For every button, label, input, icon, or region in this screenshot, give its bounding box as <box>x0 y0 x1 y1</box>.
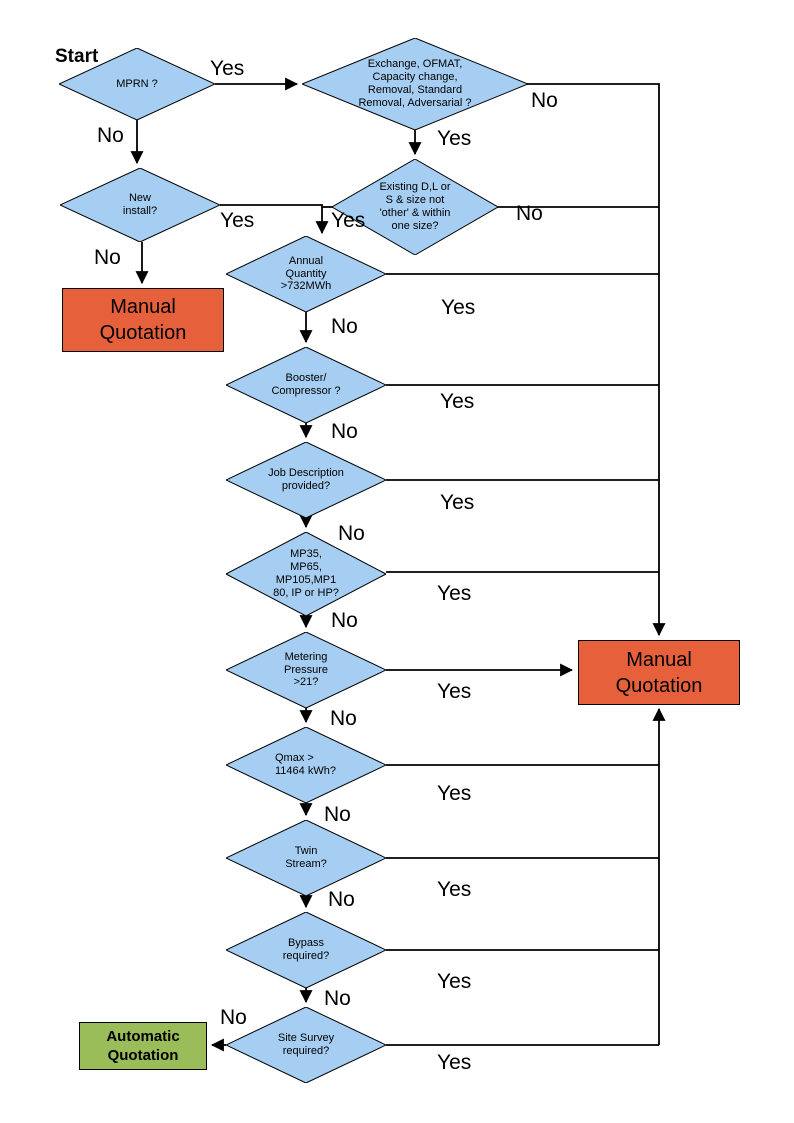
decision-booster-compressor: Booster/ Compressor ? <box>226 347 386 423</box>
decision-site-survey: Site Survey required? <box>226 1007 386 1083</box>
decision-job-description-label: Job Description provided? <box>268 467 344 492</box>
edge-label-site-no: No <box>220 1006 247 1029</box>
manual-quotation-left-label: Manual Quotation <box>99 296 187 344</box>
automatic-quotation-box: Automatic Quotation <box>79 1022 207 1070</box>
edge-label-annual-no: No <box>331 315 358 338</box>
manual-quotation-box-left: Manual Quotation <box>62 288 224 352</box>
edge-label-metering-yes: Yes <box>437 680 472 703</box>
decision-mprn: MPRN ? <box>59 48 215 120</box>
edge-label-mp-yes: Yes <box>437 582 472 605</box>
edge-label-twin-no: No <box>328 888 355 911</box>
edge-label-new-install-no: No <box>94 246 121 269</box>
automatic-quotation-label: Automatic Quotation <box>106 1027 180 1065</box>
edge-label-bypass-yes: Yes <box>437 970 472 993</box>
decision-bypass-label: Bypass required? <box>282 937 330 962</box>
edge-label-mprn-yes: Yes <box>210 57 245 80</box>
edge-label-existing-yes: Yes <box>331 209 366 232</box>
decision-site-survey-label: Site Survey required? <box>277 1032 335 1057</box>
manual-quotation-right-label: Manual Quotation <box>615 648 703 697</box>
decision-mprn-label: MPRN ? <box>116 77 158 90</box>
edge-label-new-install-yes: Yes <box>220 209 255 232</box>
decision-metering-pressure-label: Metering Pressure >21? <box>283 650 329 689</box>
decision-job-description: Job Description provided? <box>226 442 386 518</box>
decision-bypass: Bypass required? <box>226 912 386 988</box>
decision-new-install-label: New install? <box>122 192 158 217</box>
edge-label-booster-no: No <box>331 420 358 443</box>
edge-label-exchange-yes: Yes <box>437 127 472 150</box>
edge-label-qmax-no: No <box>324 803 351 826</box>
decision-new-install: New install? <box>60 168 220 242</box>
manual-quotation-box-right: Manual Quotation <box>578 640 740 705</box>
edge-label-job-yes: Yes <box>440 491 475 514</box>
decision-annual-quantity: Annual Quantity >732MWh <box>226 236 386 312</box>
decision-pressure-tier: MP35, MP65, MP105,MP180, IP or HP? <box>226 532 386 616</box>
decision-existing-label: Existing D,L or S & size not 'other' & w… <box>379 181 451 232</box>
edge-label-twin-yes: Yes <box>437 878 472 901</box>
edge-label-job-no: No <box>338 522 365 545</box>
edge-label-existing-no: No <box>516 202 543 225</box>
decision-exchange: Exchange, OFMAT, Capacity change, Remova… <box>302 38 528 130</box>
decision-exchange-label: Exchange, OFMAT, Capacity change, Remova… <box>358 58 472 109</box>
decision-qmax-label: Qmax > 11464 kWh? <box>275 752 336 777</box>
decision-metering-pressure: Metering Pressure >21? <box>226 632 386 708</box>
edge-label-metering-no: No <box>330 707 357 730</box>
decision-existing: Existing D,L or S & size not 'other' & w… <box>332 159 498 255</box>
edge-label-booster-yes: Yes <box>440 390 475 413</box>
edge-label-qmax-yes: Yes <box>437 782 472 805</box>
decision-annual-quantity-label: Annual Quantity >732MWh <box>280 254 332 293</box>
edge-label-mprn-no: No <box>97 124 124 147</box>
decision-qmax: Qmax > 11464 kWh? <box>226 727 386 803</box>
decision-twin-stream: Twin Stream? <box>226 820 386 896</box>
decision-twin-stream-label: Twin Stream? <box>285 845 327 870</box>
start-label: Start <box>55 46 99 67</box>
edge-label-exchange-no: No <box>531 89 558 112</box>
decision-booster-compressor-label: Booster/ Compressor ? <box>271 372 341 397</box>
edge-label-site-yes: Yes <box>437 1051 472 1074</box>
edge-label-bypass-no: No <box>324 987 351 1010</box>
edge-label-annual-yes: Yes <box>441 296 476 319</box>
decision-pressure-tier-label: MP35, MP65, MP105,MP180, IP or HP? <box>273 548 339 599</box>
edge-label-mp-no: No <box>331 609 358 632</box>
